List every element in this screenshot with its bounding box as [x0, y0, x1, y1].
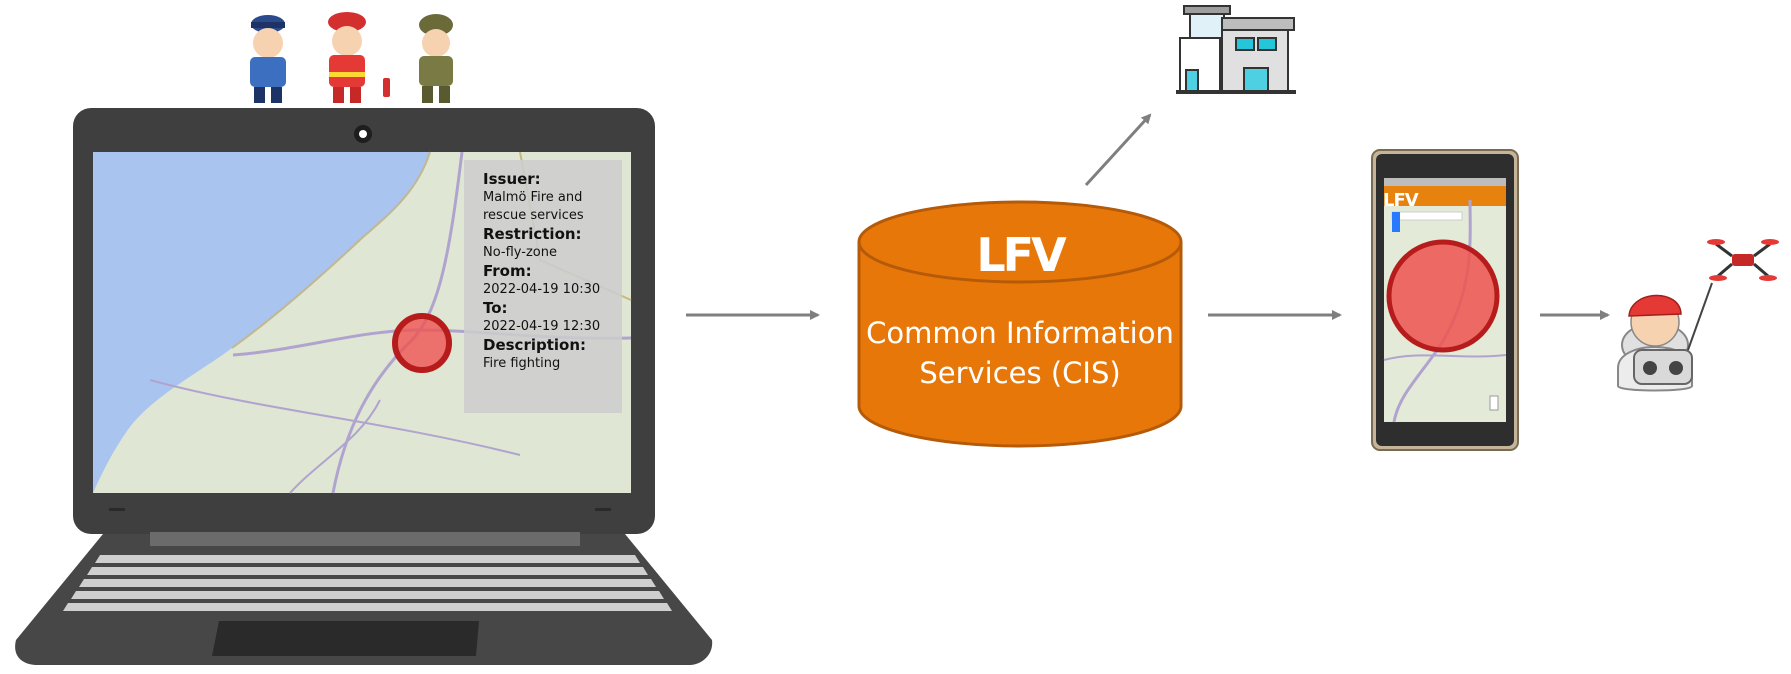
no-fly-zone-marker	[392, 313, 452, 373]
restriction-label: Restriction:	[483, 225, 582, 243]
phone-app-logo: LFV	[1383, 190, 1419, 211]
issuer-value: Malmö Fire and rescue services	[483, 190, 584, 223]
to-label: To:	[483, 299, 508, 317]
arrow-cis-to-tower	[1084, 113, 1152, 187]
drone-icon	[1707, 239, 1779, 281]
smartphone	[1371, 149, 1519, 451]
from-value: 2022-04-19 10:30	[483, 282, 601, 297]
issuer-label: Issuer:	[483, 170, 541, 188]
control-tower-icon	[1176, 5, 1296, 94]
description-label: Description:	[483, 336, 587, 354]
laptop-keyboard	[63, 555, 672, 611]
drone-pilot-icon	[1617, 282, 1713, 392]
incident-info-panel: Issuer: Malmö Fire and rescue services R…	[464, 160, 622, 413]
police-officer-icon	[250, 15, 286, 103]
soldier-icon	[419, 14, 453, 103]
phone-no-fly-zone-marker	[1386, 239, 1500, 353]
to-value: 2022-04-19 12:30	[483, 319, 601, 334]
firefighter-icon	[328, 12, 390, 103]
from-label: From:	[483, 262, 532, 280]
laptop-base	[15, 532, 713, 665]
cis-database	[857, 200, 1183, 448]
lfv-logo: LFV	[976, 228, 1066, 282]
cis-title: Common Information Services (CIS)	[866, 316, 1174, 390]
description-value: Fire fighting	[483, 356, 561, 371]
laptop-webcam-icon	[354, 125, 372, 143]
laptop-touchpad	[212, 621, 479, 656]
restriction-value: No-fly-zone	[483, 245, 557, 260]
